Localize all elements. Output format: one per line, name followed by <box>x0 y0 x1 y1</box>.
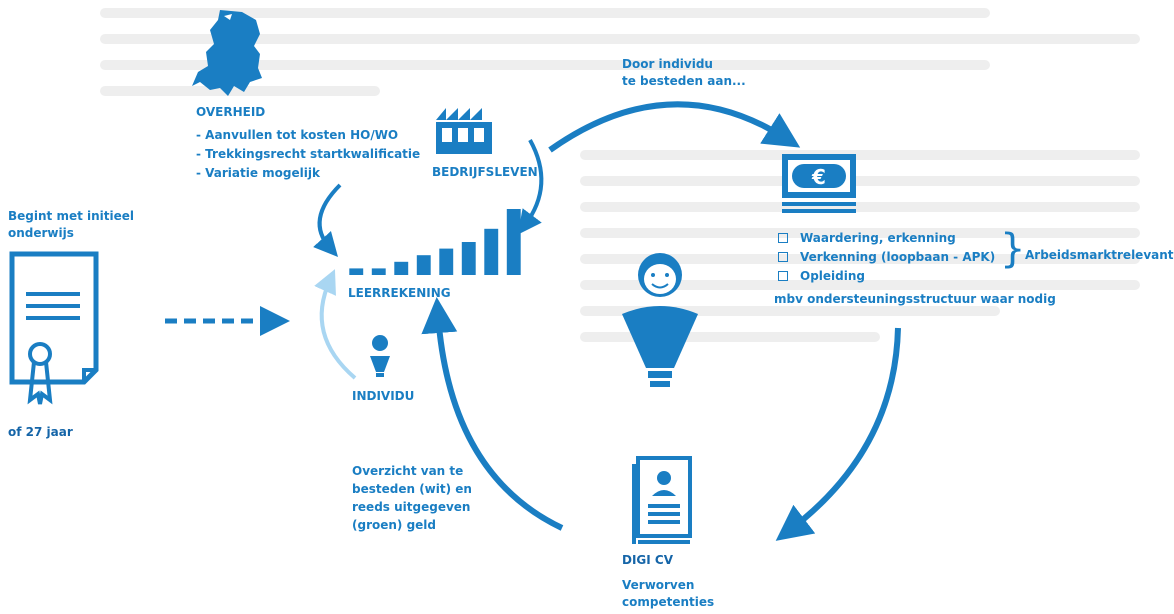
factory-icon <box>436 108 492 154</box>
overview-line: reeds uitgegeven <box>352 500 471 514</box>
bar-3 <box>394 261 409 275</box>
cv-icon <box>632 456 692 544</box>
person-icon <box>622 253 698 387</box>
government-bullets: - Aanvullen tot kosten HO/WO - Trekkings… <box>196 126 420 183</box>
bar-1 <box>349 268 364 275</box>
support-label: mbv ondersteuningsstructuur waar nodig <box>774 292 1056 306</box>
overview-line: besteden (wit) en <box>352 482 472 496</box>
spend-line2: te besteden aan... <box>622 74 746 88</box>
option-item: Verkenning (loopbaan - APK) <box>778 248 995 267</box>
bar-8 <box>506 209 521 275</box>
government-bullet: - Aanvullen tot kosten HO/WO <box>196 128 399 142</box>
government-bullet: - Trekkingsrecht startkwalificatie <box>196 147 421 161</box>
bar-2 <box>371 268 386 275</box>
cv-line2: competenties <box>622 595 715 609</box>
spend-line1: Door individu <box>622 57 713 71</box>
business-arrow <box>517 139 544 235</box>
individual-person-icon <box>370 335 390 377</box>
brace-icon: } <box>1000 226 1026 272</box>
account-title: LEERREKENING <box>348 286 451 300</box>
cv-line1: Verworven <box>622 578 695 592</box>
bar-7 <box>484 228 499 275</box>
cv-subtitle: Verworven competenties <box>622 577 714 611</box>
certificate-icon <box>9 251 99 405</box>
background-text <box>100 0 1160 400</box>
start-title-line1: Begint met initieel <box>8 209 135 223</box>
spend-label: Door individu te besteden aan... <box>622 56 746 90</box>
netherlands-map-icon <box>192 10 262 96</box>
government-title: OVERHEID <box>196 105 266 119</box>
bar-4 <box>416 255 431 275</box>
options-list: Waardering, erkenning Verkenning (loopba… <box>778 229 995 286</box>
leerrekening-bar-chart <box>349 209 521 275</box>
overview-line: Overzicht van te <box>352 464 464 478</box>
start-title: Begint met initieel onderwijs <box>8 208 134 242</box>
government-bullet: - Variatie mogelijk <box>196 166 320 180</box>
government-arrow <box>313 183 342 257</box>
individual-arrow <box>314 269 357 380</box>
svg-text:€: € <box>811 165 826 189</box>
bar-6 <box>461 242 476 275</box>
overview-arrow <box>421 297 564 531</box>
cv-title: DIGI CV <box>622 553 674 567</box>
option-item: Waardering, erkenning <box>778 229 995 248</box>
money-icon: € <box>782 154 856 213</box>
start-title-line2: onderwijs <box>8 226 74 240</box>
spend-arrow <box>548 101 801 153</box>
overview-label: Overzicht van te besteden (wit) en reeds… <box>352 462 472 534</box>
age-label: of 27 jaar <box>8 425 73 439</box>
business-title: BEDRIJFSLEVEN <box>432 165 538 179</box>
individual-title: INDIVIDU <box>352 389 415 403</box>
brace-label: Arbeidsmarktrelevant <box>1025 248 1174 262</box>
to-cv-arrow <box>775 327 901 541</box>
overview-line: (groen) geld <box>352 518 437 532</box>
bar-5 <box>439 248 454 275</box>
option-item: Opleiding <box>778 267 995 286</box>
